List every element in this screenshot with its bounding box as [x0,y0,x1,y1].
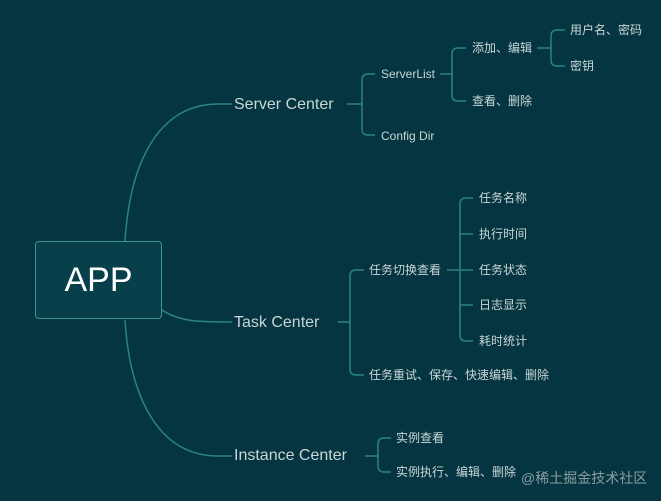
node-serverlist[interactable]: ServerList [381,67,436,81]
node-task-item[interactable]: 执行时间 [479,227,528,241]
node-task-item[interactable]: 耗时统计 [479,334,528,348]
node-add-edit[interactable]: 添加、编辑 [472,41,533,55]
node-username-password[interactable]: 用户名、密码 [570,23,643,37]
node-key[interactable]: 密钥 [570,59,595,73]
node-instance-view[interactable]: 实例查看 [396,431,445,445]
node-task-center[interactable]: Task Center [234,314,320,331]
node-view-delete[interactable]: 查看、删除 [472,94,533,108]
node-instance-exec[interactable]: 实例执行、编辑、删除 [396,465,517,479]
node-instance-center[interactable]: Instance Center [234,447,347,464]
node-config-dir[interactable]: Config Dir [381,129,435,143]
node-task-retry[interactable]: 任务重试、保存、快速编辑、删除 [369,368,550,382]
root-node[interactable]: APP [35,241,162,319]
root-label: APP [64,260,133,299]
node-server-center[interactable]: Server Center [234,96,334,113]
watermark: @稀土掘金技术社区 [521,470,648,486]
node-task-switch-view[interactable]: 任务切换查看 [369,263,442,277]
node-task-item[interactable]: 日志显示 [479,298,528,312]
node-task-item[interactable]: 任务状态 [479,263,528,277]
node-task-item[interactable]: 任务名称 [479,191,528,205]
